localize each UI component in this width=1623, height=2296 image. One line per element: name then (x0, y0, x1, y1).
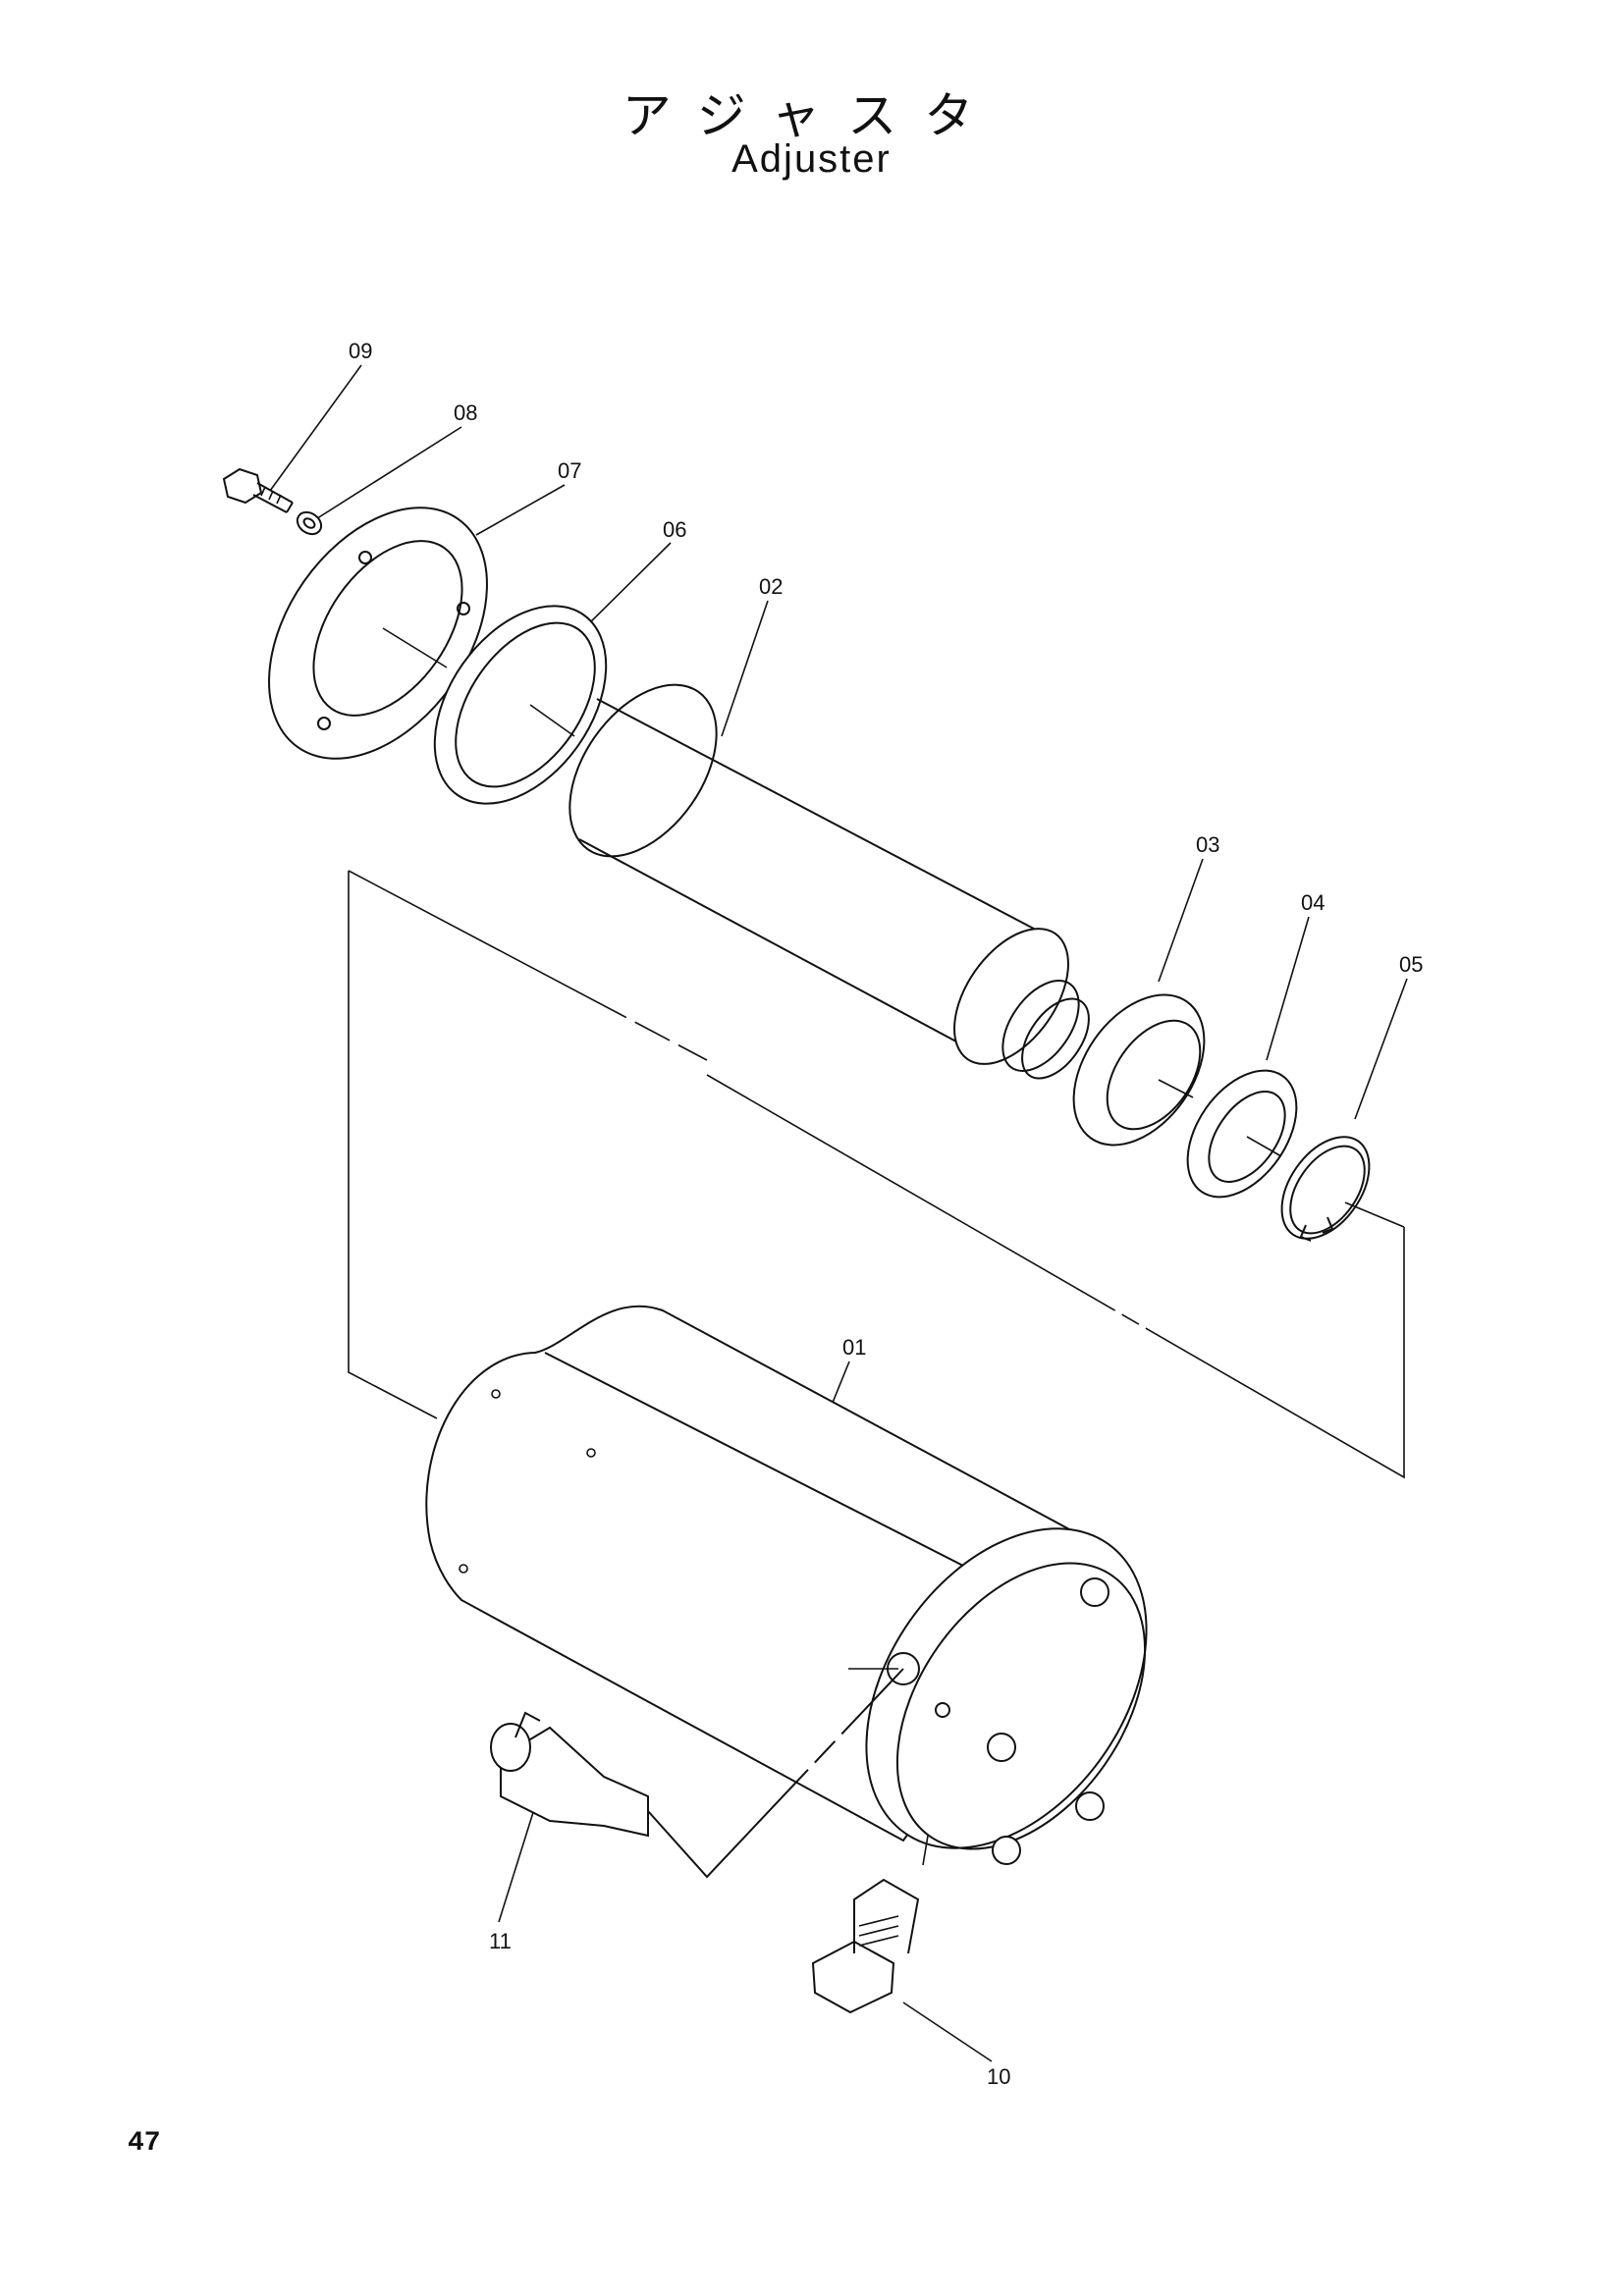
plug-10 (811, 1835, 929, 2014)
leader-lines (269, 364, 1408, 2062)
assembly-guide-lines (348, 870, 1405, 1479)
seal-03 (1072, 993, 1206, 1147)
callout-02: 02 (759, 574, 783, 599)
cylinder-body-01 (425, 1305, 1148, 1865)
flange-07 (268, 507, 488, 760)
snap-ring-05 (1280, 1136, 1405, 1242)
callout-08: 08 (454, 400, 477, 425)
callout-05: 05 (1399, 952, 1423, 977)
backup-ring-04 (1186, 1069, 1298, 1199)
grease-fitting-11 (490, 1668, 904, 1879)
bolt-09 (222, 467, 294, 513)
piston-02 (568, 683, 1090, 1080)
callout-06: 06 (663, 517, 686, 542)
callout-10: 10 (987, 2064, 1010, 2089)
callout-11: 11 (489, 1929, 512, 1953)
page-title-english: Adjuster (731, 137, 892, 181)
callout-09: 09 (349, 339, 372, 363)
callout-07: 07 (558, 458, 581, 483)
washer-08 (296, 510, 323, 536)
seal-ring-06 (433, 605, 608, 805)
callout-03: 03 (1196, 832, 1219, 857)
callout-04: 04 (1301, 890, 1325, 915)
callout-01: 01 (842, 1335, 866, 1360)
page-title-japanese: アジャスタ (622, 87, 1001, 144)
page-number: 47 (128, 2128, 161, 2159)
